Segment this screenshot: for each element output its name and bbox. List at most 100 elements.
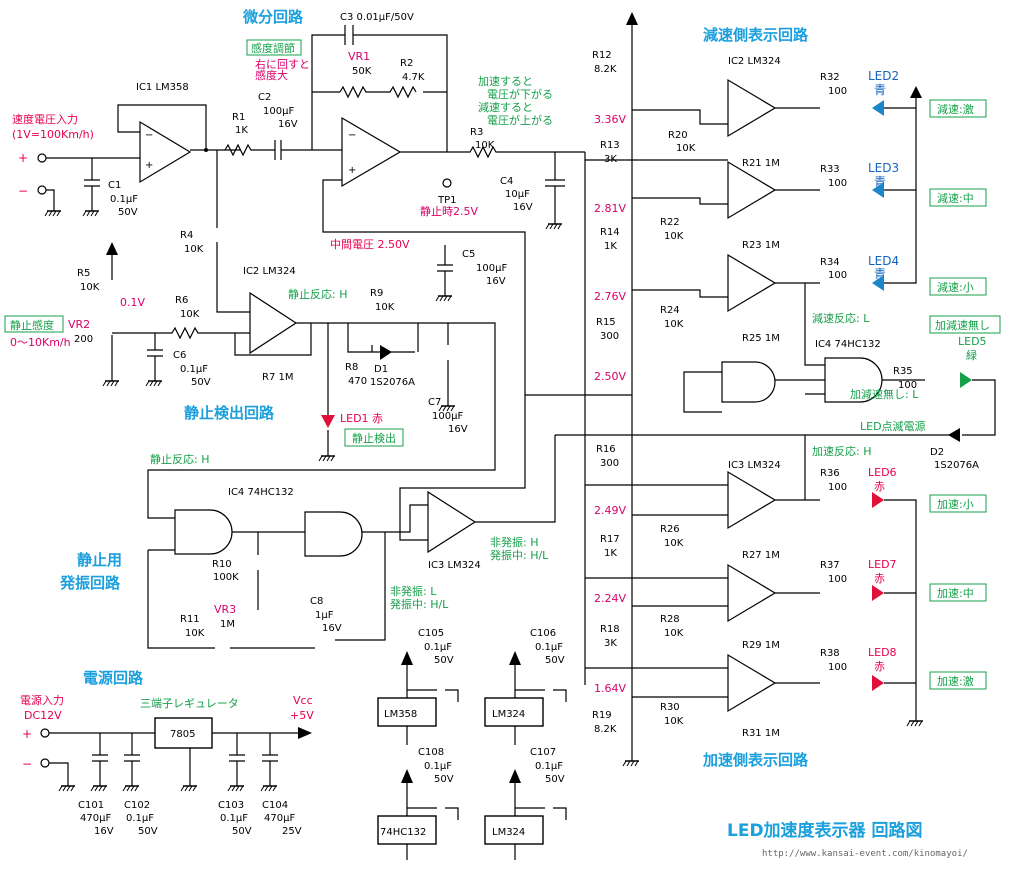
power-input-voltage: DC12V [24, 709, 62, 722]
input-scale: (1V=100Km/h) [12, 128, 94, 141]
section-title-power: 電源回路 [83, 669, 144, 687]
vr3-value: 1M [220, 619, 235, 630]
led4-icon [872, 275, 884, 291]
decouple-hc132-wiring [406, 778, 459, 860]
v336: 3.36V [594, 113, 626, 126]
decel-small-box [929, 277, 987, 296]
comparator-accel-small [727, 470, 777, 530]
c4-value: 10μF [505, 189, 530, 200]
no-accel-label: 加減速無し [935, 318, 990, 332]
c2-label: C2 [258, 92, 271, 103]
c107-label: C107 [530, 747, 556, 758]
r30-label: R30 [660, 702, 680, 713]
r5-label: R5 [77, 268, 90, 279]
mid-voltage-label: 中間電圧 2.50V [330, 238, 410, 251]
vcc-arrow-decel [910, 86, 922, 98]
regulator-label: 三端子レギュレータ [140, 697, 239, 710]
decel-strong-label: 減速:激 [937, 102, 974, 116]
c101-voltage: 16V [94, 826, 114, 837]
vr3-label: VR3 [214, 603, 236, 616]
ic2-stop-comparator [249, 291, 298, 355]
section-title-differentiator: 微分回路 [242, 8, 304, 26]
v01-label: 0.1V [120, 296, 145, 309]
c103-value: 0.1μF [220, 813, 248, 824]
r7-label: R7 1M [262, 372, 293, 383]
c103-label: C103 [218, 800, 244, 811]
vcc-label: Vcc [293, 694, 313, 707]
c2 [274, 140, 342, 160]
sensitivity-note2: 感度大 [255, 68, 288, 82]
c6-value: 0.1μF [180, 364, 208, 375]
r18-label: R18 [600, 624, 620, 635]
c6-label: C6 [173, 350, 186, 361]
r2-label: R2 [400, 58, 413, 69]
ic3-osc-wiring [399, 394, 632, 541]
decouple-lm324-1-wiring [514, 660, 567, 745]
r8-value: 470 [348, 376, 367, 387]
vcc-output-arrow [298, 727, 312, 739]
r15-value: 300 [600, 331, 619, 342]
r22-value: 10K [664, 231, 684, 242]
decel-mid-box [929, 188, 987, 207]
v250: 2.50V [594, 370, 626, 383]
c104-value: 470μF [264, 813, 295, 824]
tp1-terminal [442, 178, 452, 188]
r6-value: 10K [180, 309, 200, 320]
r4-label: R4 [180, 230, 193, 241]
led7-color: 赤 [874, 572, 885, 585]
vr1-label: VR1 [348, 50, 370, 63]
c1-voltage: 50V [118, 207, 138, 218]
r24-value: 10K [664, 319, 684, 330]
c102-label: C102 [124, 800, 150, 811]
accel-led-wiring [884, 499, 917, 715]
r33-value: 100 [828, 178, 847, 189]
r3 [447, 145, 585, 159]
r38-label: R38 [820, 648, 840, 659]
c7-label: C7 [428, 397, 441, 408]
c1-label: C1 [108, 180, 121, 191]
ic1-label: IC1 LM358 [136, 82, 189, 93]
blink-wiring [555, 379, 996, 436]
power-minus: − [22, 757, 32, 771]
c105-label: C105 [418, 628, 444, 639]
section-title-accel-display: 加速側表示回路 [702, 751, 809, 769]
page-title: LED加速度表示器 回路図 [727, 820, 922, 841]
section-title-stop-osc-1: 静止用 [77, 551, 122, 569]
r18-value: 3K [604, 638, 617, 649]
stop-sens-note: 0〜10Km/h [10, 336, 71, 349]
section-title-stop-detect: 静止検出回路 [184, 404, 275, 422]
c102-value: 0.1μF [126, 813, 154, 824]
r25-label: R25 1M [742, 333, 780, 344]
led1-icon [321, 415, 335, 428]
decel-note-2: 電圧が上がる [487, 113, 553, 127]
r35-value: 100 [898, 380, 917, 391]
decel-comparator-wiring [585, 107, 820, 298]
c2-voltage: 16V [278, 119, 298, 130]
c8-label: C8 [310, 596, 323, 607]
ic3-stop-label: IC3 LM324 [428, 560, 481, 571]
r6-label: R6 [175, 295, 188, 306]
r6 [112, 326, 250, 340]
c108-voltage: 50V [434, 774, 454, 785]
accel-mid-label: 加速:中 [937, 587, 974, 600]
ic4a-label: IC4 74HC132 [228, 487, 294, 498]
stop-sens-box [4, 315, 64, 333]
r12-label: R12 [592, 50, 612, 61]
ic-74hc132-text: 74HC132 [380, 827, 426, 838]
source-url: http://www.kansai-event.com/kinomayoi/ [762, 849, 968, 859]
r29-label: R29 1M [742, 640, 780, 651]
r8-label: R8 [345, 362, 358, 373]
vcc-arrow-ladder [626, 12, 638, 25]
r1 [224, 143, 275, 157]
c106-voltage: 50V [545, 655, 565, 666]
led7-label: LED7 [868, 558, 897, 571]
r15-label: R15 [596, 317, 616, 328]
r33-label: R33 [820, 164, 840, 175]
c104-label: C104 [262, 800, 288, 811]
ic-lm358-box [377, 697, 437, 727]
led-blink-power-label: LED点滅電源 [860, 419, 926, 433]
r20-value: 10K [676, 143, 696, 154]
no-accel-box [929, 315, 1001, 334]
power-wiring [49, 732, 300, 780]
section-title-decel-display: 減速側表示回路 [703, 26, 809, 44]
